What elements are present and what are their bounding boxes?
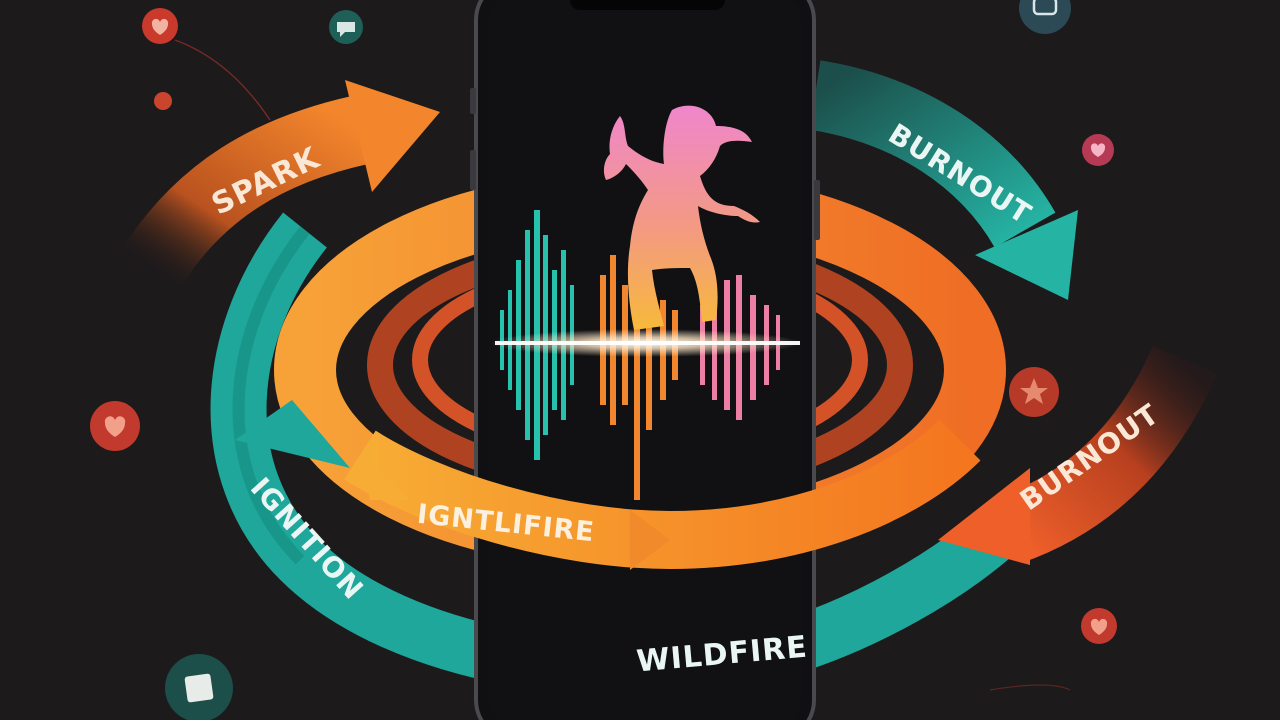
camera-icon (1019, 0, 1071, 34)
heart-icon (1081, 608, 1117, 644)
spark-arrow (120, 80, 440, 290)
ignitfire-ribbon (344, 419, 981, 570)
decor-line (174, 39, 271, 121)
decor-line (989, 684, 1071, 691)
burnout-right-arrow (938, 345, 1218, 565)
star-icon (1009, 367, 1059, 417)
dot-icon (154, 92, 172, 110)
note-icon (165, 654, 233, 720)
heart-icon (142, 8, 178, 44)
chat-icon (329, 10, 363, 44)
audio-waveform (490, 210, 800, 500)
phone-notch (570, 0, 725, 10)
dancer-silhouette (603, 105, 760, 330)
burnout-top-arrow (809, 60, 1078, 300)
heart-icon (1082, 134, 1114, 166)
heart-icon (90, 401, 140, 451)
